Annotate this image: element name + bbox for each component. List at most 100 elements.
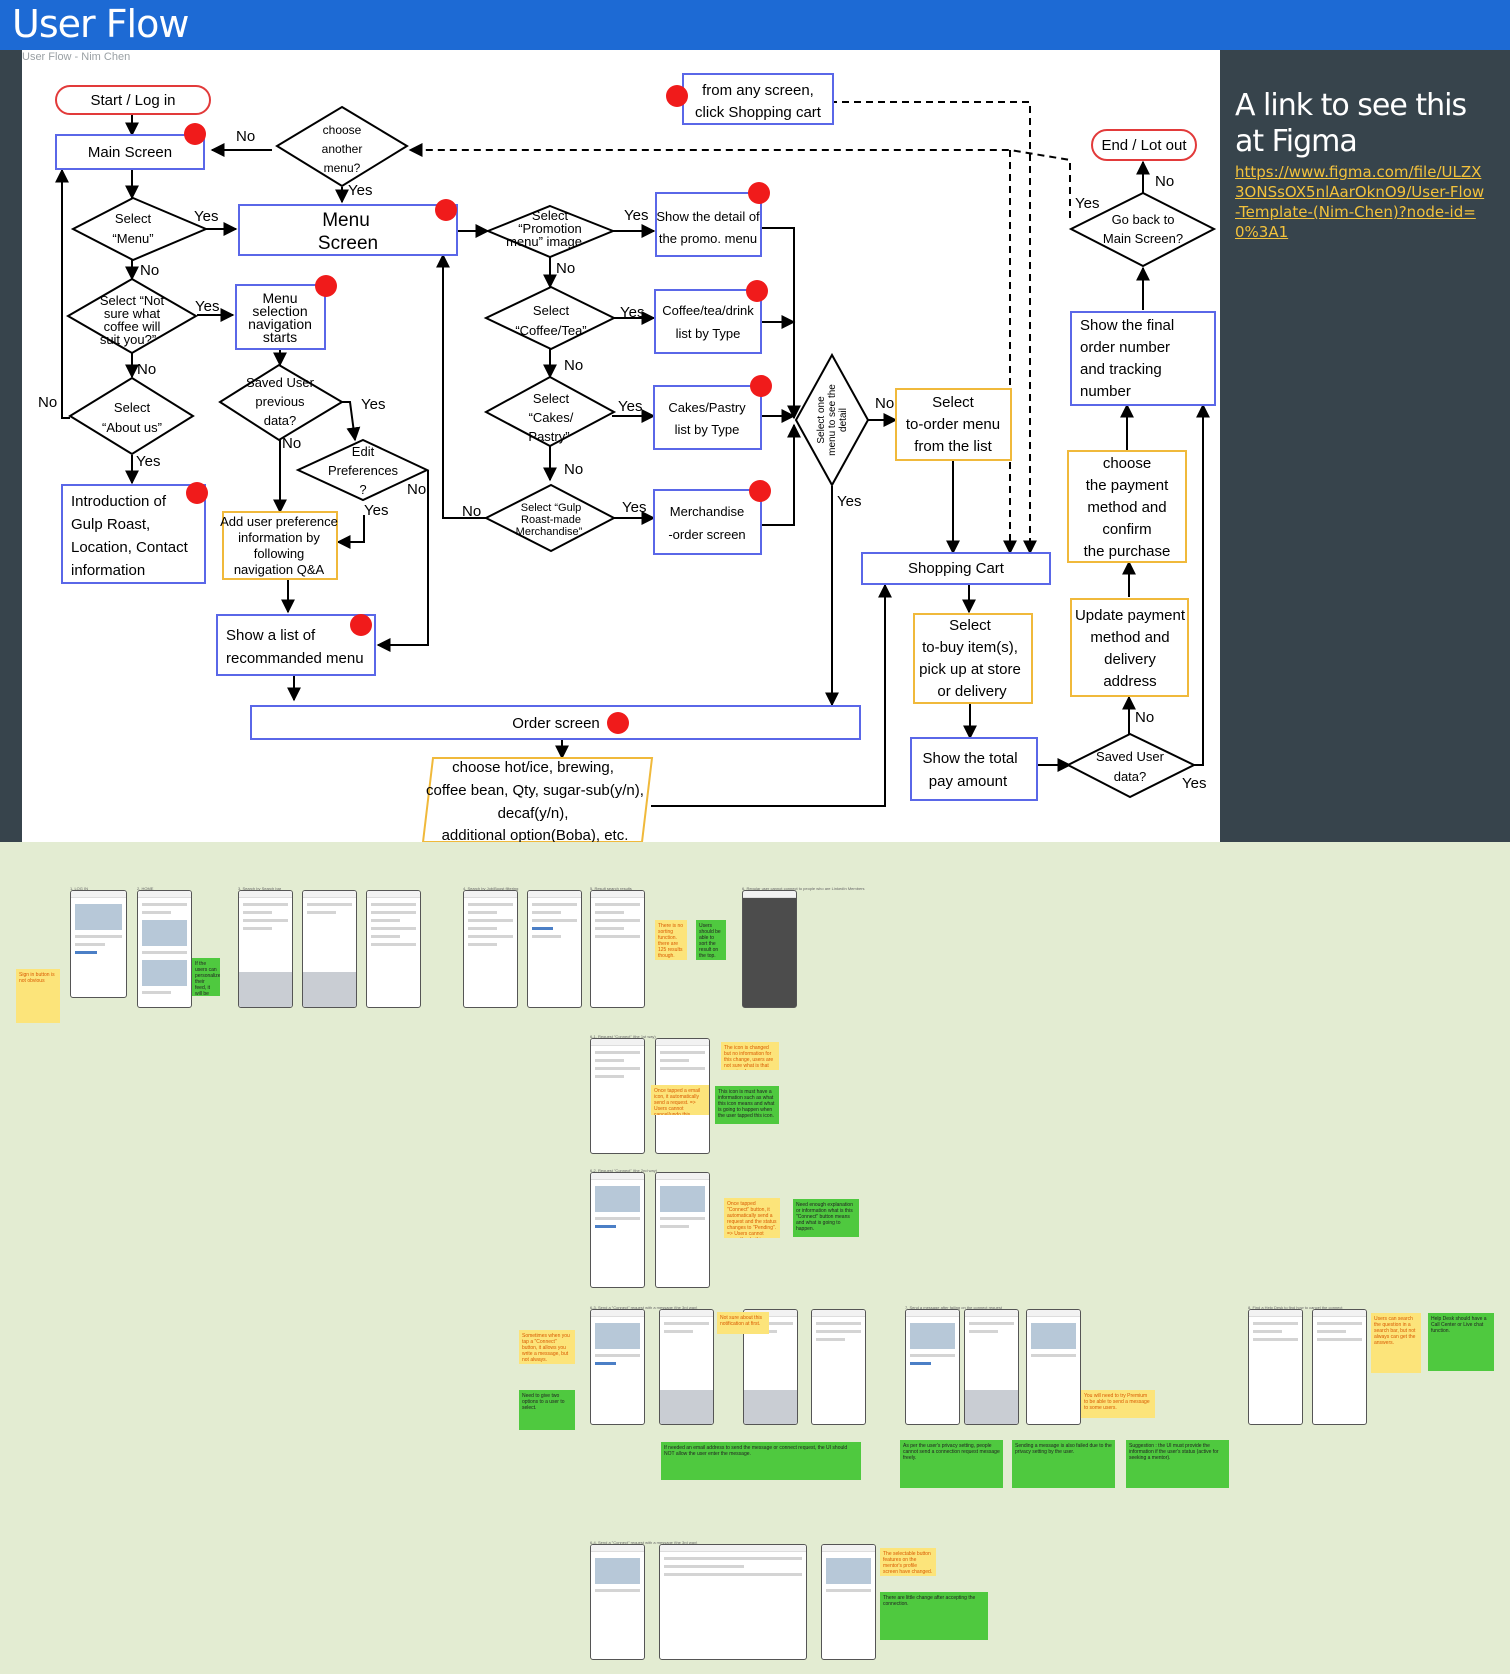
phone-screenshot <box>659 1309 714 1425</box>
update-payment-line-1: Update payment <box>1075 607 1186 624</box>
red-markers <box>184 85 772 734</box>
sticky-note: Sometimes when you tap a "Connect" butto… <box>519 1330 575 1364</box>
sticky-note: There are little change after accepting … <box>880 1592 988 1640</box>
cakes-list-line-1: Cakes/Pastry <box>668 400 746 415</box>
label-yes: Yes <box>1075 195 1099 212</box>
show-final-line-1: Show the final <box>1080 317 1174 334</box>
select-coffee-line-2: “Coffee/Tea” <box>515 323 586 338</box>
board-label: 7. Send a message after failing on the c… <box>905 1305 1002 1310</box>
select-one-line-2: menu to see the <box>827 384 838 456</box>
from-any-line-1: from any screen, <box>702 82 814 99</box>
select-not-sure-line-1: Select “Not <box>100 293 165 308</box>
label-no: No <box>407 481 426 498</box>
label-no: No <box>140 262 159 279</box>
phone-screenshot <box>527 890 582 1008</box>
choose-payment-line-2: the payment <box>1086 477 1169 494</box>
select-not-sure-line-3: coffee will <box>104 319 161 334</box>
select-not-sure-line-2: sure what <box>104 306 161 321</box>
select-gulp-line-2: Roast-made <box>521 514 581 526</box>
show-final-line-2: order number <box>1080 339 1170 356</box>
phone-screenshot <box>137 890 192 1008</box>
phone-screenshot <box>590 1172 645 1288</box>
select-promo-line-2: “Promotion <box>518 221 582 236</box>
sticky-note: Once tapped a email icon, it automatical… <box>651 1085 709 1115</box>
choose-hot-line-4: additional option(Boba), etc. <box>442 827 629 842</box>
board-label: 3. Search by Search bar <box>238 886 282 891</box>
choose-hot-line-1: choose hot/ice, brewing, <box>452 759 614 776</box>
label-no: No <box>1135 709 1154 726</box>
phone-screenshot <box>811 1309 866 1425</box>
label-no: No <box>236 128 255 145</box>
select-one-line-1: Select one <box>816 396 827 444</box>
label-yes: Yes <box>348 182 372 199</box>
sticky-note: This icon is must have a information suc… <box>715 1086 779 1124</box>
select-toorder-line-2: to-order menu <box>906 416 1000 433</box>
label-no: No <box>1155 173 1174 190</box>
dashed-arrows <box>408 101 1071 555</box>
phone-screenshot <box>905 1309 960 1425</box>
board-label: 1. LOG IN <box>70 886 89 891</box>
phone-screenshot <box>366 890 421 1008</box>
label-yes: Yes <box>624 207 648 224</box>
link-heading: A link to see this at Figma <box>1235 88 1467 159</box>
select-toorder-line-1: Select <box>932 394 975 411</box>
select-cakes-line-1: Select <box>533 391 570 406</box>
promo-detail-line-1: Show the detail of <box>656 209 760 224</box>
choose-another-line-2: another <box>322 142 363 156</box>
select-tobuy-line-2: to-buy item(s), <box>922 639 1018 656</box>
phone-screenshot <box>238 890 293 1008</box>
label-no: No <box>564 357 583 374</box>
select-tobuy-line-4: or delivery <box>937 683 1007 700</box>
edit-pref-line-3: ? <box>359 482 366 497</box>
select-menu-line-2: “Menu” <box>112 231 153 246</box>
board-label: 6. Regular user cannot connect to people… <box>742 886 865 891</box>
phone-screenshot <box>742 890 797 1008</box>
select-toorder-line-3: from the list <box>914 438 992 455</box>
branch-labels: No Yes Yes No Yes No No Yes Yes No No Ye… <box>38 128 1206 792</box>
sticky-note: The icon is changed but no information f… <box>721 1042 779 1070</box>
label-no: No <box>462 503 481 520</box>
select-one-line-3: detail <box>838 408 849 432</box>
end-node: End / Lot out <box>1101 137 1187 154</box>
add-pref-line-3: following <box>254 546 305 561</box>
choose-payment-line-3: method and <box>1087 499 1166 516</box>
sticky-note: There is no sorting function. there are … <box>655 920 687 960</box>
label-yes: Yes <box>136 453 160 470</box>
frame-label: User Flow - Nim Chen <box>22 51 131 63</box>
sticky-note: Suggestion : the UI must provide the inf… <box>1126 1440 1229 1488</box>
sticky-note: You will need to try Premium to be able … <box>1081 1390 1155 1418</box>
menu-screen-line-2: Screen <box>318 233 378 254</box>
label-yes: Yes <box>1182 775 1206 792</box>
figma-link-panel: A link to see this at Figma https://www.… <box>1235 88 1485 242</box>
phone-screenshot <box>1312 1309 1367 1425</box>
choose-another-line-3: menu? <box>324 161 361 175</box>
label-yes: Yes <box>618 398 642 415</box>
phone-screenshot <box>590 1544 645 1660</box>
label-yes: Yes <box>195 298 219 315</box>
phone-screenshot <box>655 1172 710 1288</box>
add-pref-line-4: navigation Q&A <box>234 562 325 577</box>
sticky-note: Not sure about this notification at firs… <box>717 1312 769 1334</box>
phone-screenshot <box>821 1544 876 1660</box>
menu-selection-line-1: Menu <box>262 290 297 306</box>
edit-pref-line-2: Preferences <box>328 463 399 478</box>
sticky-note: The selectable button features on the me… <box>880 1548 936 1576</box>
merch-line-2: -order screen <box>668 527 745 542</box>
coffee-list-line-1: Coffee/tea/drink <box>662 303 754 318</box>
label-no: No <box>556 260 575 277</box>
phone-screenshot <box>463 890 518 1008</box>
coffee-list-line-2: list by Type <box>676 326 741 341</box>
phone-screenshot <box>1248 1309 1303 1425</box>
sticky-note: Sign in button is not obvious <box>16 969 60 1023</box>
select-not-sure-line-4: suit you?” <box>100 332 156 347</box>
edit-pref-line-1: Edit <box>352 444 375 459</box>
sticky-note: Need enough explanation or information w… <box>793 1199 859 1237</box>
sticky-note: Users can search the question in a searc… <box>1371 1313 1421 1373</box>
update-payment-line-3: delivery <box>1104 651 1156 668</box>
figma-link[interactable]: https://www.figma.com/file/ULZX3ONSsOX5n… <box>1235 163 1485 241</box>
choose-hot-line-3: decaf(y/n), <box>498 805 569 822</box>
show-total-line-1: Show the total <box>922 750 1017 767</box>
saved-user-line-2: previous <box>255 394 305 409</box>
select-promo-line-3: menu” image <box>506 234 582 249</box>
choose-payment-line-1: choose <box>1103 455 1151 472</box>
